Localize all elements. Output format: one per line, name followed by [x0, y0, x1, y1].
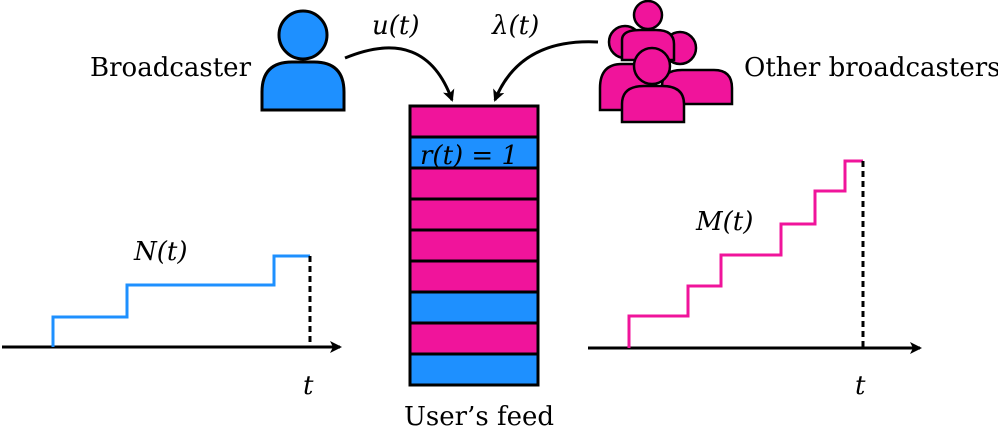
m-process-label: M(t) — [695, 207, 753, 237]
n-process-steps — [51, 254, 310, 347]
lambda-arrow — [493, 40, 599, 102]
feed-slot-2 — [408, 135, 540, 170]
feed-slot-8 — [408, 321, 540, 356]
feed-slot-5 — [408, 228, 540, 263]
lambda-intensity-label: λ(t) — [491, 11, 539, 41]
feed-slot-6 — [408, 259, 540, 294]
u-arrow — [344, 46, 455, 102]
feed-slot-4 — [408, 197, 540, 232]
feed-slot-3 — [408, 166, 540, 201]
feed-label: User’s feed — [404, 402, 554, 430]
feed-slot-9 — [408, 352, 540, 387]
m-process-steps — [627, 159, 863, 348]
broadcaster-label: Broadcaster — [90, 53, 252, 83]
feed-slot-1 — [408, 104, 540, 139]
user-feed-stack — [408, 104, 540, 387]
left-time-label: t — [303, 371, 314, 401]
other-broadcasters-icon — [598, 0, 734, 124]
broadcaster-icon — [260, 9, 346, 112]
u-intensity-label: u(t) — [372, 11, 419, 41]
n-process-label: N(t) — [133, 237, 188, 267]
rank-label: r(t) = 1 — [420, 141, 518, 171]
right-time-label: t — [855, 371, 866, 401]
other-broadcasters-label: Other broadcasters — [744, 53, 998, 83]
feed-slot-7 — [408, 290, 540, 325]
